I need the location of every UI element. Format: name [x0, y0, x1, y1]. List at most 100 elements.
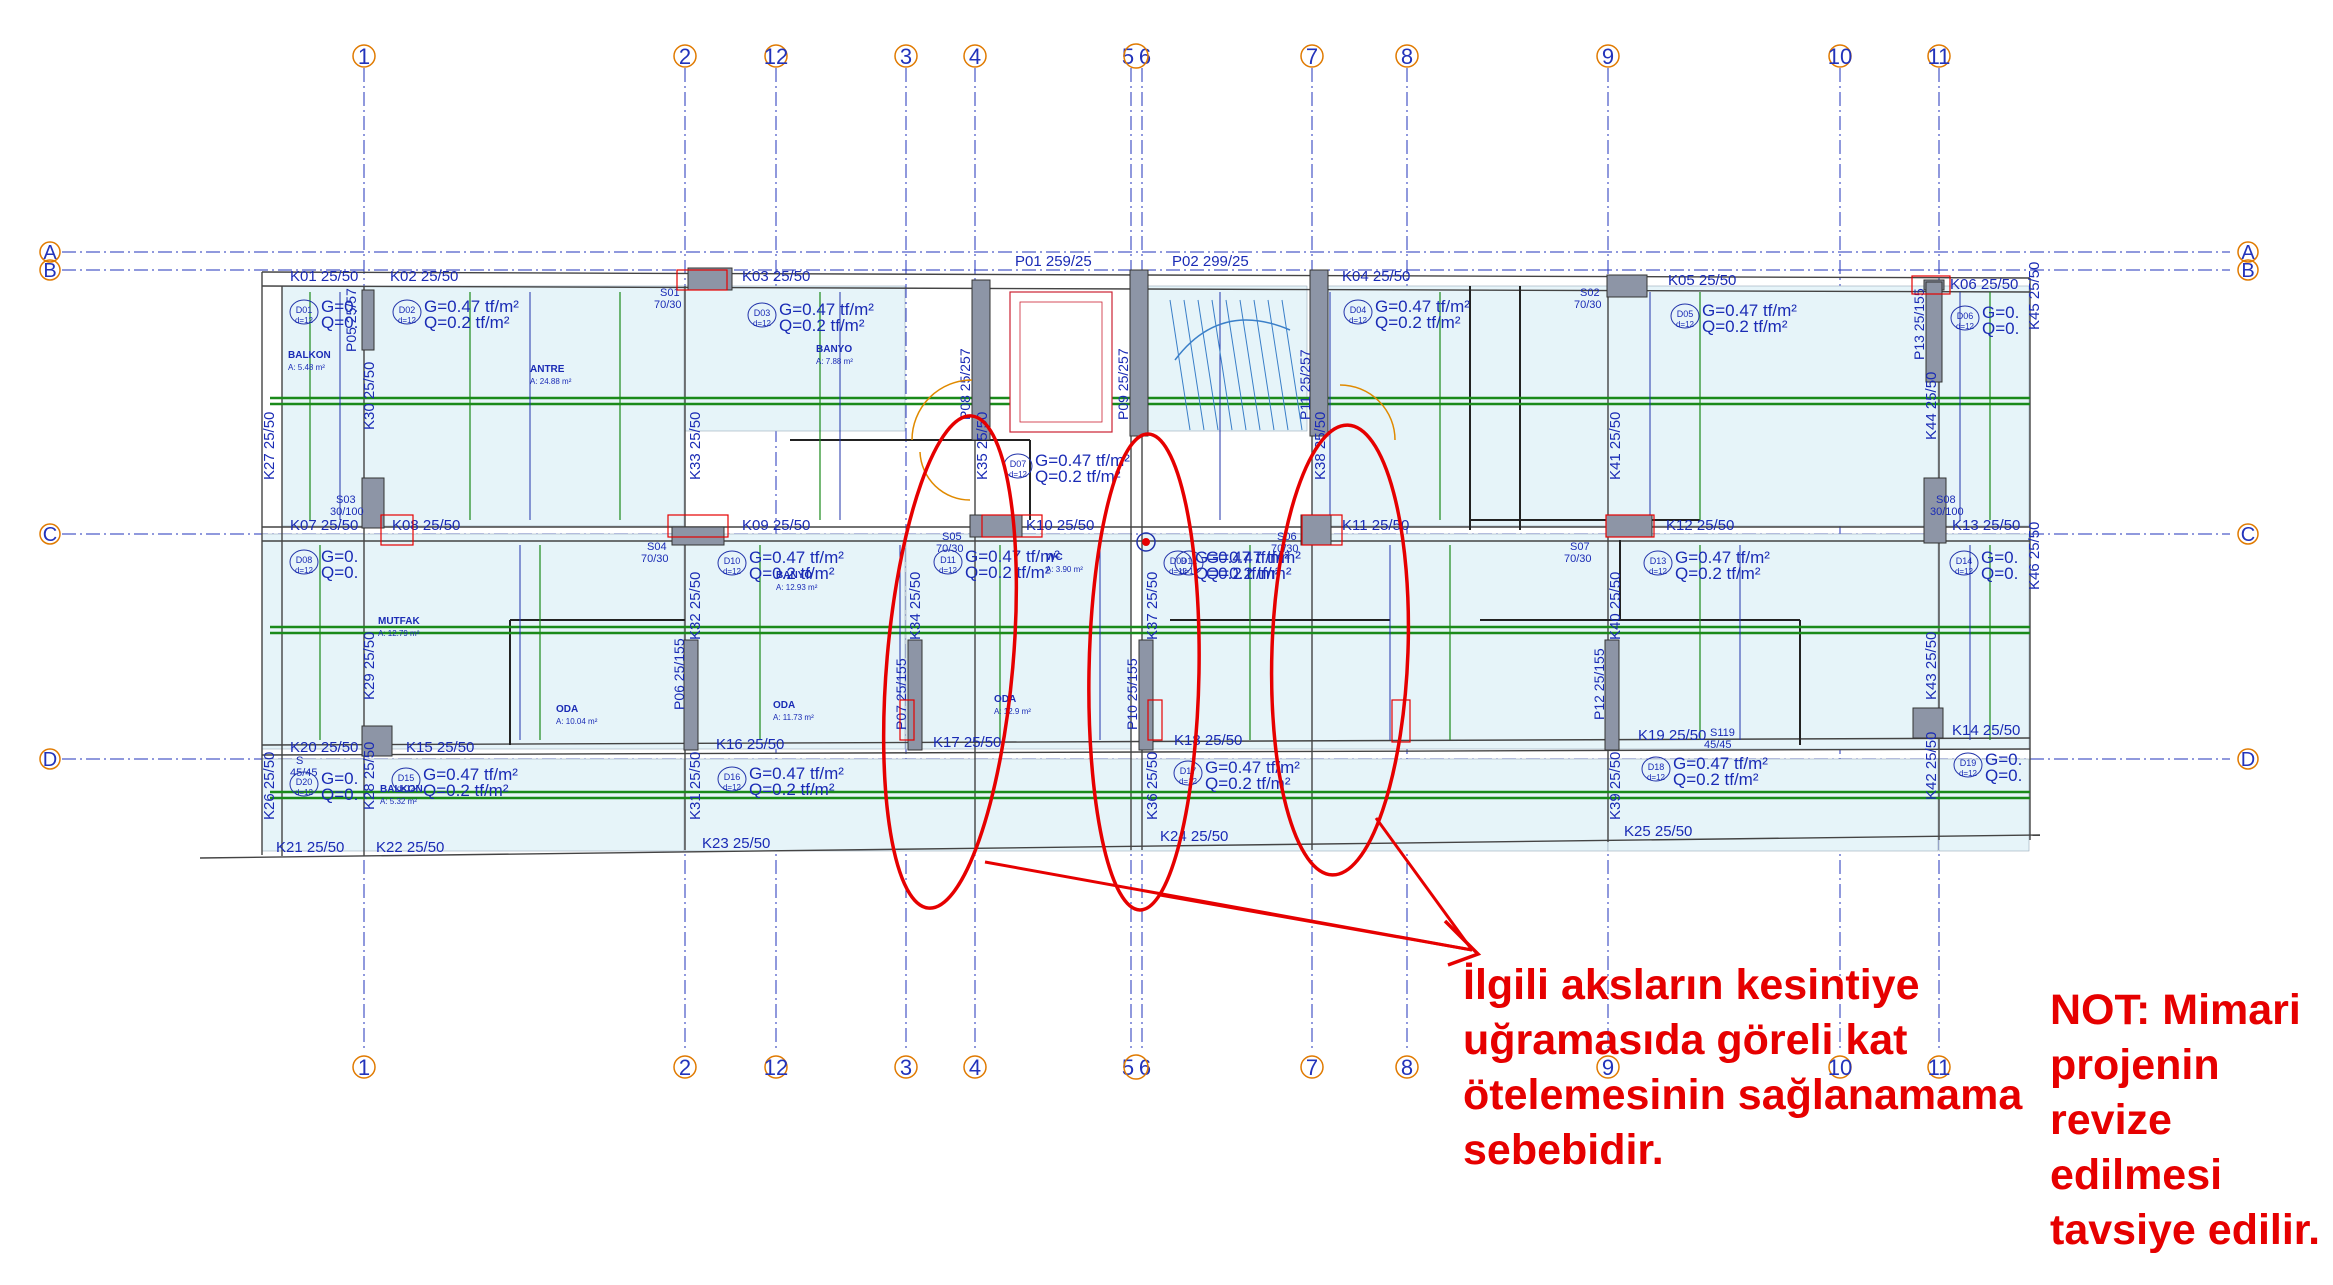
axis-label-4: 4 [969, 44, 981, 69]
beam-label: K06 25/50 [1950, 276, 2018, 293]
slab-id: D12 [1181, 556, 1198, 566]
markup-ellipse [1269, 423, 1411, 877]
beam-label: K13 25/50 [1952, 517, 2020, 534]
vertical-beam-label: K45 25/50 [2026, 262, 2043, 330]
slab-bubble [391, 767, 421, 793]
vertical-beam-label: K36 25/50 [1144, 752, 1161, 820]
slab-thickness: d=12 [1959, 769, 1978, 778]
markup-box [899, 699, 915, 741]
column [361, 725, 393, 757]
slab-live-load: Q=0.2 tf/m² [1375, 313, 1461, 332]
axis-bubble-3 [894, 1055, 918, 1079]
room-name: BANYO [776, 570, 812, 581]
slab-area [1607, 285, 1939, 527]
side-note-line: edilmesi [2050, 1151, 2223, 1199]
axis-label-6: 6 [1139, 1055, 1151, 1080]
slab-area [1130, 285, 1308, 432]
door-swing [1339, 384, 1396, 441]
axis-label-D: D [2241, 749, 2255, 771]
beam-label: K25 25/50 [1624, 823, 1692, 840]
slab-dead-load: G=0.47 tf/m² [1673, 754, 1768, 773]
shear-wall-vertical-label: P09 25/257 [1115, 348, 1131, 420]
axis-label-12: 12 [764, 44, 788, 69]
axis-label-3: 3 [900, 1055, 912, 1080]
column-size-label: 30/100 [1930, 506, 1964, 518]
slab-id: D05 [1677, 309, 1694, 319]
slab-id: D20 [296, 777, 313, 787]
main-note-line: uğramasıda göreli kat [1463, 1016, 1908, 1064]
slab-area [1311, 533, 1609, 750]
slab-live-load: Q=0.2 tf/m² [749, 780, 835, 799]
column [1138, 639, 1154, 751]
axis-bubble-10 [1828, 1055, 1852, 1079]
column-size-label: 70/30 [1271, 543, 1299, 555]
slab-id: D13 [1650, 556, 1667, 566]
slab-dead-load: G=0. [321, 297, 358, 316]
wall-line [261, 748, 2031, 756]
stair-tread [1211, 299, 1233, 431]
slab-bubble [1643, 550, 1673, 576]
vertical-beam-label: K41 25/50 [1607, 412, 1624, 480]
slab-area [1607, 758, 1939, 852]
stair-tread [1169, 299, 1191, 431]
slab-dead-load: G=0.47 tf/m² [749, 764, 844, 783]
shear-wall-label: P01 259/25 [1015, 253, 1092, 270]
slab-bubble [289, 299, 319, 325]
room-area: A: 24.88 m² [530, 377, 572, 386]
column [683, 639, 699, 751]
axis-label-D: D [43, 749, 57, 771]
vertical-beam-label: K43 25/50 [1923, 632, 1940, 700]
slab-dead-load: G=0.47 tf/m² [779, 300, 874, 319]
axis-label-B: B [43, 260, 56, 282]
axis-bubble-11 [1927, 1055, 1951, 1079]
slab-live-load: Q=0. [321, 313, 358, 332]
vertical-beam-label: K46 25/50 [2026, 522, 2043, 590]
slab-live-load: Q=0. [1982, 319, 2019, 338]
column [361, 477, 385, 529]
slab-dead-load: G=0. [321, 769, 358, 788]
slab-live-load: Q=0. [321, 785, 358, 804]
columns [361, 267, 1947, 757]
slab-area [684, 758, 1132, 852]
slab-thickness: d=12 [1676, 320, 1695, 329]
beam-label: K08 25/50 [392, 517, 460, 534]
slab-bubble [1163, 550, 1193, 576]
axis-label-10: 10 [1828, 44, 1852, 69]
axis-label-1: 1 [358, 1055, 370, 1080]
slab-id: D01 [296, 305, 313, 315]
beam-label: K19 25/50 [1638, 727, 1706, 744]
stair-tread [1253, 299, 1275, 431]
vertical-beam-label: K30 25/50 [361, 362, 378, 430]
main-note-line: sebebidir. [1463, 1126, 1664, 1174]
slab-dead-load: G=0. [321, 547, 358, 566]
axis-label-3: 3 [900, 44, 912, 69]
axis-bubble-56 [1123, 1054, 1149, 1080]
column [1923, 477, 1947, 544]
room-area: A: 12.9 m² [994, 707, 1031, 716]
vertical-beam-label: K29 25/50 [361, 632, 378, 700]
column [687, 267, 733, 291]
column [1912, 707, 1944, 739]
markup-box [1147, 699, 1163, 741]
room-name: BANYO [816, 344, 852, 355]
slab-live-load: Q=0.2 tf/m² [1195, 564, 1281, 583]
slab-live-load: Q=0.2 tf/m² [1035, 467, 1121, 486]
axis-bubble-9 [1596, 44, 1620, 68]
red-markup [380, 269, 1951, 967]
room-area: A: 5.32 m² [380, 797, 417, 806]
door-swing [911, 379, 973, 441]
stair-tread [1239, 299, 1261, 431]
axis-label-4: 4 [969, 1055, 981, 1080]
axis-bubble-4 [963, 1055, 987, 1079]
axis-label-C: C [2241, 524, 2255, 546]
shear-wall-vertical-label: P07 25/155 [893, 658, 909, 730]
elevator-shaft [1009, 291, 1113, 433]
column [671, 526, 725, 546]
column-size-label: 70/30 [1574, 299, 1602, 311]
slab-bubble [1670, 303, 1700, 329]
stair-symbol [911, 291, 1396, 501]
axis-label-1: 1 [358, 44, 370, 69]
slab-dead-load: G=0.47 tf/m² [423, 765, 518, 784]
